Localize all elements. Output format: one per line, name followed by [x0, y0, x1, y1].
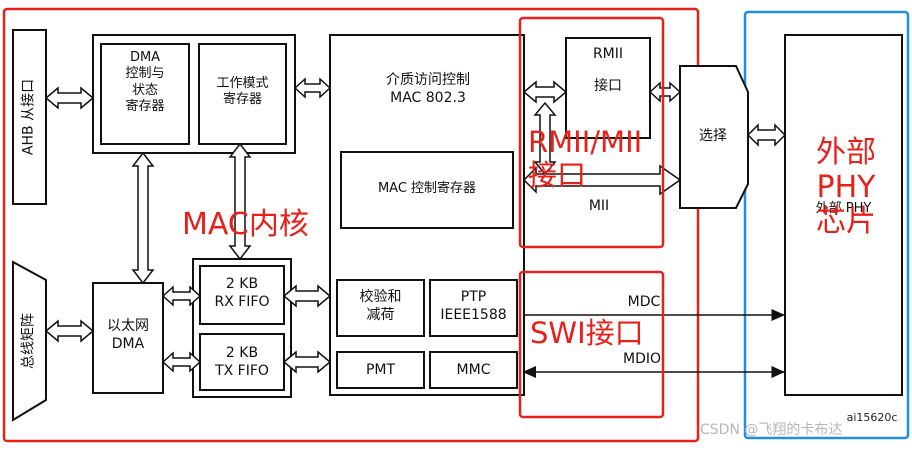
arrow-ethdma-tx [161, 351, 202, 373]
arrow-select-phy [746, 123, 787, 147]
rx-fifo-label: 2 KB RX FIFO [214, 276, 270, 310]
ethernet-dma-box [92, 282, 164, 394]
figure-id: ai15620c [846, 411, 898, 424]
phy-region-frame [743, 10, 910, 440]
rmii-mii-annotation: RMII/MII 接口 [528, 125, 643, 193]
operation-mode-box [198, 43, 287, 145]
mmc-label: MMC [456, 362, 491, 378]
bus-matrix-shape [12, 260, 47, 422]
rmii-mii-highlight [518, 16, 665, 249]
ptp-box [429, 279, 518, 337]
external-phy-chip-annotation: 外部 PHY 芯片 [816, 135, 876, 239]
arrow-mac-mii [522, 164, 682, 196]
mac-control-register-label: MAC 控制寄存器 [377, 181, 477, 196]
bus-matrix-label: 总线矩阵 [20, 313, 37, 369]
bus-arrows [44, 77, 787, 374]
arrow-dma-ethdma [131, 151, 155, 285]
tx-fifo-label: 2 KB TX FIFO [215, 345, 269, 379]
dma-control-status-box [100, 43, 190, 145]
select-label: 选择 [699, 128, 727, 144]
ptp-label: PTP IEEE1588 [440, 289, 507, 323]
dma-control-status-label: DMA 控制与 状态 寄存器 [125, 50, 165, 114]
mac-region-frame [2, 7, 700, 443]
arrow-opmode-fifo [228, 142, 252, 261]
rmii-interface-label: RMII 接口 [592, 46, 624, 95]
checksum-offload-box [336, 279, 425, 337]
mac-control-register-box [340, 151, 514, 229]
swi-annotation: SWI接口 [530, 316, 644, 350]
arrow-rx-mac [282, 284, 332, 308]
mac-title-label: 介质访问控制 MAC 802.3 [386, 72, 470, 106]
pmt-box [336, 351, 425, 389]
checksum-offload-label: 校验和 减荷 [359, 289, 402, 323]
select-block [679, 65, 749, 209]
pmt-label: PMT [365, 362, 396, 378]
arrow-bus-ethdma [44, 319, 95, 343]
ahb-slave-label: AHB 从接口 [20, 78, 37, 156]
mdio-label: MDIO [622, 351, 661, 367]
mdc-label: MDC [627, 294, 661, 310]
watermark: CSDN @飞翔的卡布达 [700, 422, 843, 438]
operation-mode-label: 工作模式 寄存器 [216, 76, 269, 108]
ahb-slave-box [12, 29, 47, 205]
external-phy-label: 外部 PHY [815, 201, 872, 216]
mii-label: MII [588, 198, 610, 214]
arrow-ethdma-rx [161, 285, 202, 307]
arrow-rmii-select [648, 81, 682, 103]
external-phy-box [784, 34, 903, 396]
rmii-interface-box [565, 37, 651, 139]
arrow-ahb-dma [44, 86, 95, 110]
mac-core-annotation: MAC内核 [182, 207, 309, 242]
swi-highlight [518, 270, 665, 419]
arrow-mac-mii-vertical [533, 101, 557, 176]
rx-fifo-box [199, 265, 285, 325]
ethernet-dma-label: 以太网 DMA [107, 318, 149, 352]
arrow-tx-mac [282, 350, 332, 374]
arrow-mac-rmii [522, 80, 568, 104]
mmc-box [429, 351, 518, 389]
arrow-reg-mac [293, 77, 332, 99]
